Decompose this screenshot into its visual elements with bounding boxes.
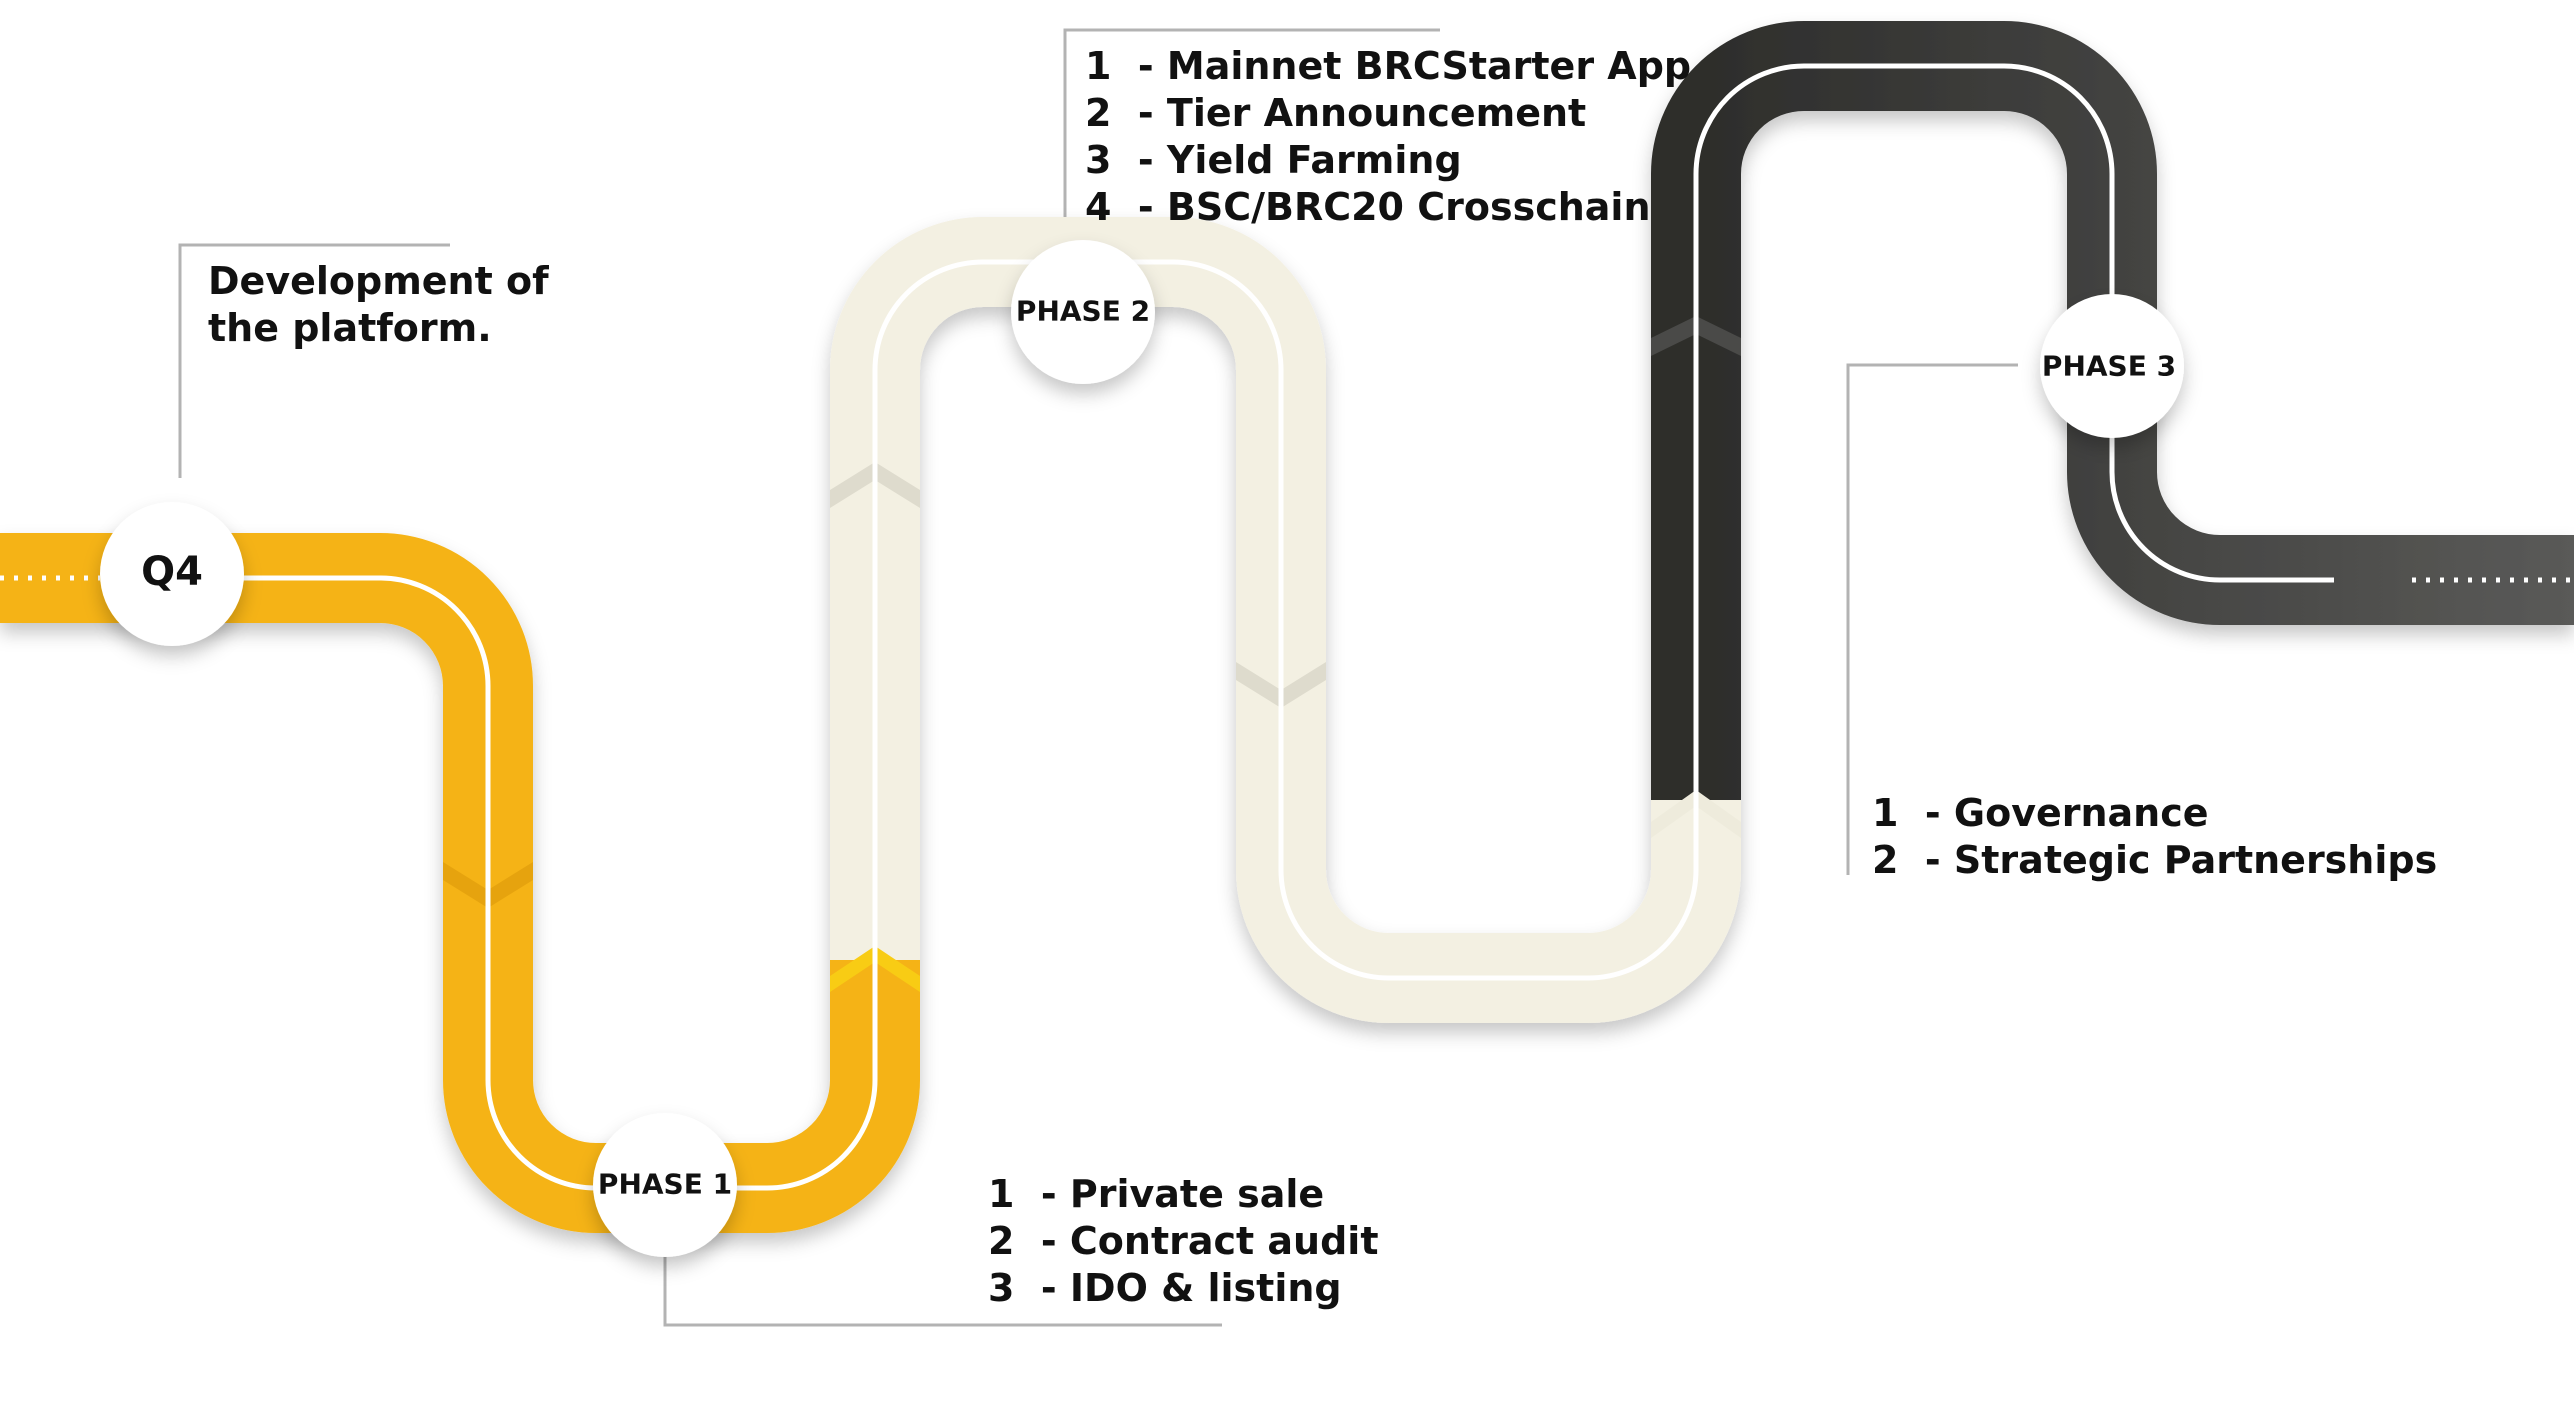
q4-description: Development of the platform.: [208, 259, 549, 350]
q4-label: Q4: [141, 549, 203, 595]
phase3-node: [2040, 294, 2184, 438]
phase3-callout-line: [1846, 363, 2018, 875]
phase3-item: 1 - Governance: [1872, 791, 2209, 835]
phase1-label: PHASE 1: [597, 1167, 733, 1201]
phase1-item: 2 - Contract audit: [988, 1219, 1379, 1263]
phase2-item: 2 - Tier Announcement: [1085, 91, 1587, 135]
q4-callout-line: [178, 243, 450, 478]
phase1-item: 1 - Private sale: [988, 1172, 1325, 1216]
road-segment-q4-phase1: [0, 533, 920, 1233]
road-segment-phase2: [830, 217, 1741, 1023]
phase2-item: 4 - BSC/BRC20 Crosschain: [1085, 185, 1651, 229]
q4-node: [100, 502, 244, 646]
phase3-item: 2 - Strategic Partnerships: [1872, 838, 2438, 882]
phase2-item: 1 - Mainnet BRCStarter App: [1085, 44, 1692, 88]
center-line-main: [175, 63, 2334, 1191]
phase1-callout-line: [663, 1245, 1222, 1327]
phase1-node: [593, 1113, 737, 1257]
phase3-label: PHASE 3: [2041, 349, 2177, 383]
phase2-callout-line: [1063, 28, 1440, 232]
phase2-node: [1011, 240, 1155, 384]
phase2-item: 3 - Yield Farming: [1085, 138, 1462, 182]
phase1-item: 3 - IDO & listing: [988, 1266, 1342, 1310]
phase2-label: PHASE 2: [1015, 294, 1151, 328]
